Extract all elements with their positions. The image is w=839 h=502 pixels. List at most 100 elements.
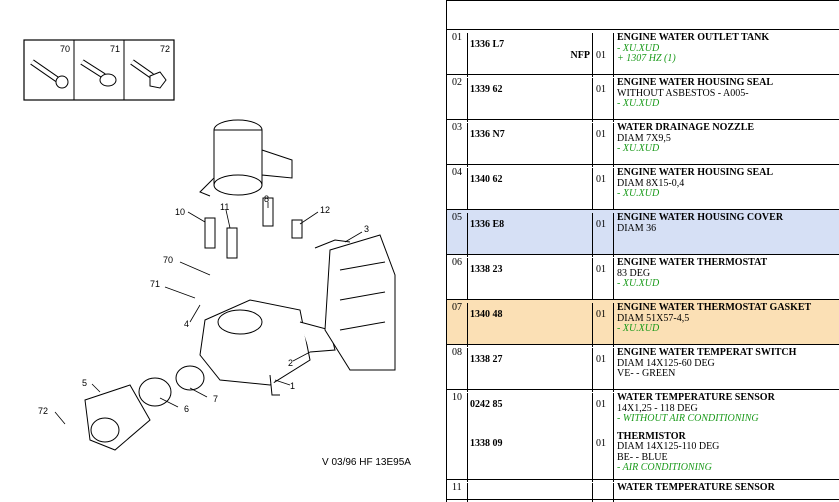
part-detail: 14X1,25 - 118 DEG	[617, 402, 698, 414]
row-index: 02	[452, 77, 462, 88]
callout-71: 71	[150, 279, 160, 289]
callout-7: 7	[213, 394, 218, 404]
quantity: 01	[596, 399, 606, 410]
part-reference: 0242 85	[470, 399, 503, 410]
part-reference: 1336 E8	[470, 219, 505, 230]
callout-6: 6	[184, 404, 189, 414]
part-reference: 1338 23	[470, 264, 503, 275]
description-block: ENGINE WATER OUTLET TANK- XU.XUD+ 1307 H…	[617, 32, 839, 65]
row-index: 08	[452, 347, 462, 358]
callout-2: 2	[288, 358, 293, 368]
reference-cell: 1338 27	[467, 348, 593, 392]
leader-lines	[54, 202, 363, 425]
part-detail: - XU.XUD	[617, 98, 660, 109]
part-detail: - XU.XUD	[617, 278, 660, 289]
part-detail: - XU.XUD	[617, 323, 660, 334]
callout-11: 11	[220, 202, 229, 212]
part-name: WATER TEMPERATURE SENSOR	[617, 482, 775, 493]
table-row[interactable]: 01 1336 L7 NFP 01 ENGINE WATER OUTLET TANK- …	[447, 30, 839, 77]
bolt-70-icon	[30, 59, 69, 89]
inset-label-71: 71	[110, 44, 120, 54]
bolt-72-icon	[130, 59, 167, 89]
part-name: ENGINE WATER OUTLET TANK	[617, 32, 770, 43]
quantity: 01	[596, 84, 606, 95]
exploded-parts-diagram: 70 71 72	[23, 39, 396, 451]
callout-10: 10	[175, 207, 185, 217]
reference-note: NFP	[570, 50, 590, 61]
row-index: 01	[452, 32, 462, 43]
part-reference: 1340 62	[470, 174, 503, 185]
quantity: 01	[596, 264, 606, 275]
callout-4: 4	[184, 319, 189, 329]
row-index: 07	[452, 302, 462, 313]
part-name: WATER DRAINAGE NOZZLE	[617, 122, 755, 133]
part-reference: 1336 N7	[470, 129, 505, 140]
part-detail: WITHOUT ASBESTOS - A005-	[617, 87, 749, 99]
part-name: ENGINE WATER HOUSING SEAL	[617, 167, 774, 178]
reference-cell	[467, 483, 593, 502]
engine-block-drawing	[324, 234, 396, 371]
callout-3: 3	[364, 224, 369, 234]
part-reference: 1338 27	[470, 354, 503, 365]
callout-72: 72	[38, 406, 48, 416]
part-detail: DIAM 14X125-110 DEG	[617, 441, 720, 452]
row-index: 10	[452, 392, 462, 403]
part-detail: DIAM 36	[617, 222, 657, 234]
description-block: WATER TEMPERATURE SENSOR	[617, 482, 839, 494]
part-detail: - XU.XUD	[617, 143, 660, 154]
part-detail: - WITHOUT AIR CONDITIONING	[617, 413, 759, 424]
quantity: 01	[596, 50, 606, 61]
callout-70: 70	[163, 255, 173, 265]
reference-cell: 1340 62	[467, 168, 593, 212]
part-detail: DIAM 14X125-60 DEG	[617, 357, 715, 369]
part-reference: 1339 62	[470, 84, 503, 95]
reference-cell: 1339 62	[467, 78, 593, 122]
row-index: 11	[452, 482, 462, 493]
table-header-row	[447, 0, 839, 30]
part-detail: BE- - BLUE	[617, 451, 668, 463]
part-detail: DIAM 7X9,5	[617, 132, 671, 144]
part-reference: 1340 48	[470, 309, 503, 320]
reference-cell: 1336 N7	[467, 123, 593, 167]
part-reference: 1336 L7	[470, 39, 505, 50]
sensors-drawing	[204, 197, 351, 259]
part-detail: - XU.XUD	[617, 188, 660, 199]
quantity: 01	[596, 129, 606, 140]
callout-labels: 1 2 3 4 5 6 7 8 10 11 12 70 71 72	[38, 194, 369, 416]
quantity: 01	[596, 219, 606, 230]
table-row[interactable]: 11 WATER TEMPERATURE SENSOR	[447, 480, 839, 502]
quantity: 01	[596, 438, 606, 449]
part-name: WATER TEMPERATURE SENSOR	[617, 392, 775, 403]
inset-label-70: 70	[60, 44, 70, 54]
outlet-tank-drawing	[199, 119, 293, 197]
reference-cell: 1336 E8	[467, 213, 593, 257]
part-detail: + 1307 HZ (1)	[617, 53, 676, 64]
row-index: 03	[452, 122, 462, 133]
callout-1: 1	[290, 381, 295, 391]
part-detail: - AIR CONDITIONING	[617, 462, 712, 473]
part-detail: 83 DEG	[617, 267, 651, 279]
row-index: 05	[452, 212, 462, 223]
quantity: 01	[596, 309, 606, 320]
callout-5: 5	[82, 378, 87, 388]
